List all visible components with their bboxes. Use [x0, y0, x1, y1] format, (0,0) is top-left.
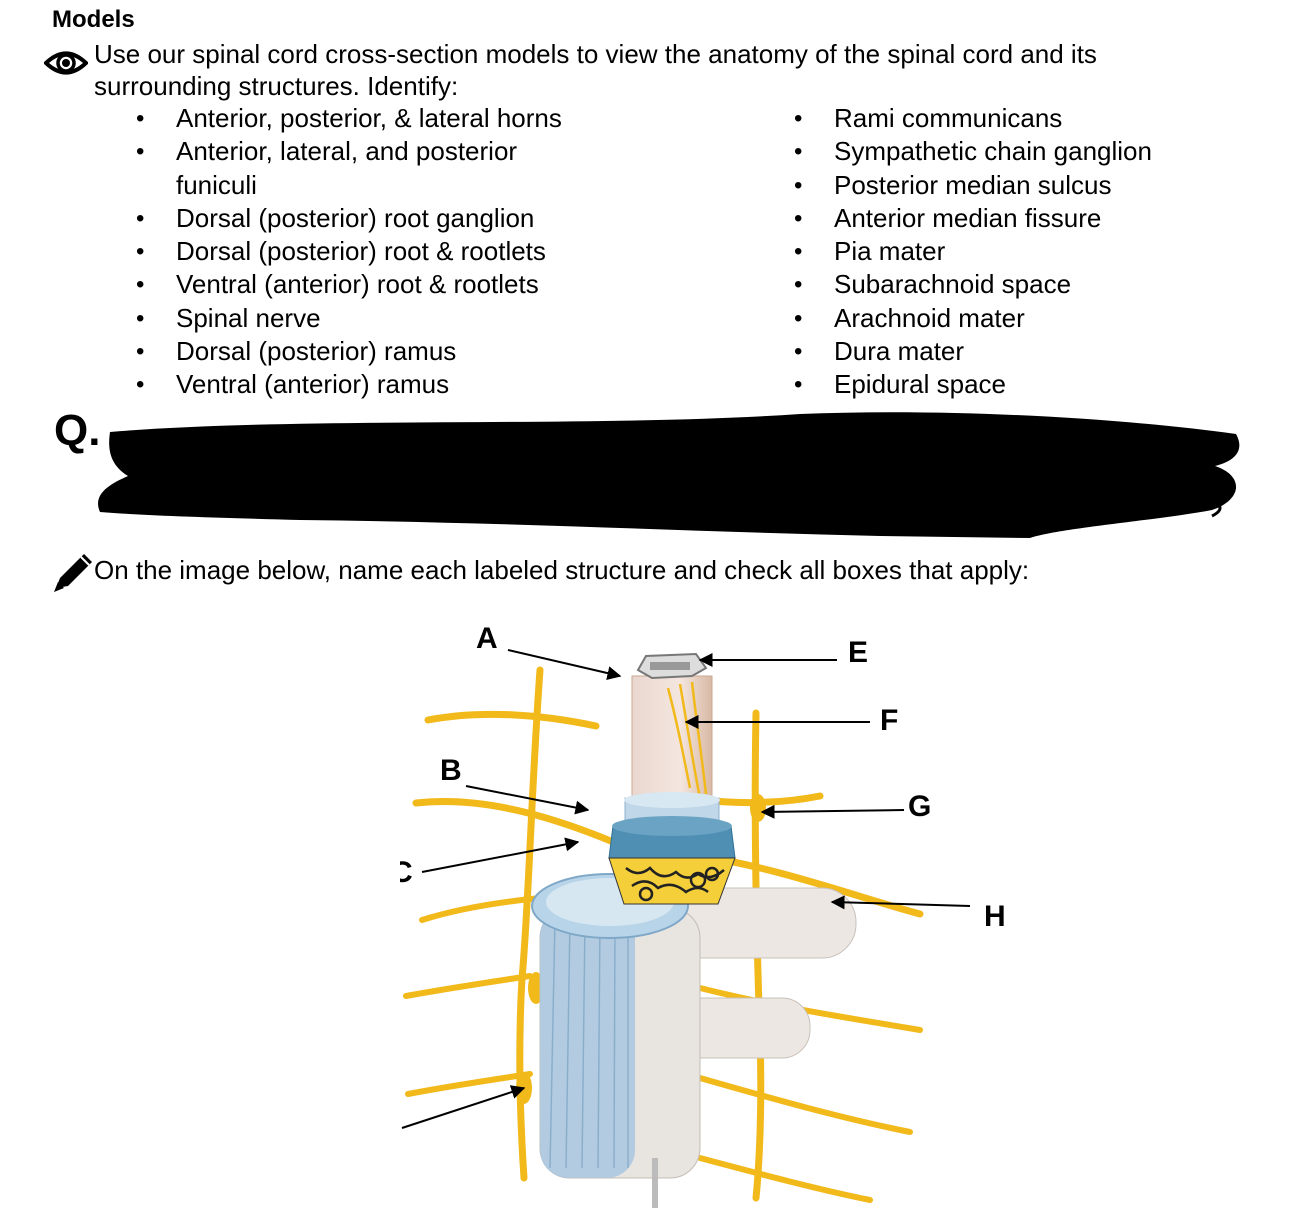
list-item: Ventral (anterior) ramus [136, 368, 596, 402]
list-item: Spinal nerve [136, 302, 596, 336]
list-item: Posterior median sulcus [794, 169, 1274, 203]
instruction-text: On the image below, name each labeled st… [94, 555, 1030, 585]
label-c: C [400, 856, 413, 889]
spinal-cord-model-diagram: A B C D E F G H [400, 622, 1006, 1208]
label-b: B [440, 754, 462, 787]
label-e: E [848, 636, 868, 669]
list-item: Anterior, lateral, and posterior funicul… [136, 135, 596, 202]
question-label: Q. [54, 406, 101, 455]
list-item: Sympathetic chain ganglion [794, 135, 1274, 169]
list-item: Ventral (anterior) root & rootlets [136, 268, 596, 302]
section-heading: Models [52, 6, 135, 33]
list-item: Dorsal (posterior) ramus [136, 335, 596, 369]
label-f: F [880, 704, 898, 737]
list-item: Anterior median fissure [794, 202, 1274, 236]
eye-icon [44, 51, 88, 75]
spinal-model-illustration [403, 652, 924, 1208]
intro-text: Use our spinal cord cross-section models… [94, 39, 1097, 101]
label-g: G [908, 790, 931, 823]
list-item: Anterior, posterior, & lateral horns [136, 102, 596, 136]
list-item: Dura mater [794, 335, 1274, 369]
label-a: A [476, 622, 498, 655]
redaction-scribble [98, 412, 1240, 538]
label-h: H [984, 900, 1006, 933]
list-item: Arachnoid mater [794, 302, 1274, 336]
structure-list-left: Anterior, posterior, & lateral horns Ant… [136, 102, 596, 402]
list-item: Dorsal (posterior) root ganglion [136, 202, 596, 236]
list-item: Dorsal (posterior) root & rootlets [136, 235, 596, 269]
list-item: Subarachnoid space [794, 268, 1274, 302]
list-item: Epidural space [794, 368, 1274, 402]
list-item: Rami communicans [794, 102, 1274, 136]
structure-list-right: Rami communicans Sympathetic chain gangl… [794, 102, 1274, 402]
list-item: Pia mater [794, 235, 1274, 269]
pencil-icon [54, 554, 92, 592]
